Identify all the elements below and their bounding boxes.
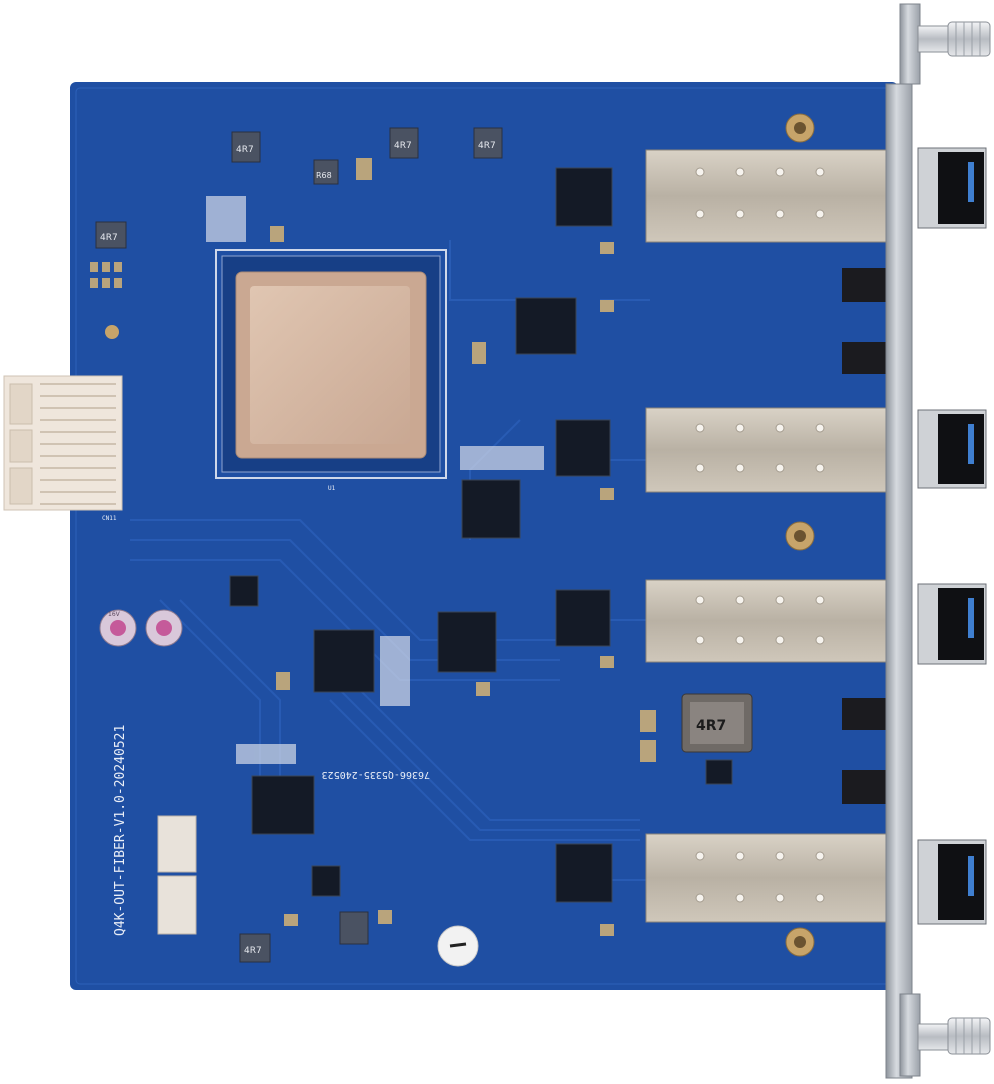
- silkscreen-serial: 76366-Q5335-240523: [322, 769, 430, 780]
- inductor-main-label: 4R7: [696, 718, 726, 734]
- mounting-screws: [785, 113, 815, 957]
- connector-label: CN11: [102, 515, 117, 522]
- capacitor-rating: 16V: [108, 611, 121, 618]
- led-connectors: [842, 268, 890, 804]
- capacitors: [99, 609, 183, 647]
- edge-connector: [3, 375, 123, 511]
- chip-label-u1: U1: [328, 485, 336, 492]
- sfp-ports: [917, 147, 987, 925]
- header-connector: [157, 815, 197, 935]
- silkscreen-model-id: Q4K-OUT-FIBER-V1.0-20240521: [113, 725, 128, 936]
- ic-chips: [229, 167, 733, 903]
- sfp-cages: [645, 149, 893, 923]
- via-pad: [105, 325, 119, 339]
- small-inductors: [95, 127, 503, 963]
- svg-text:4R7: 4R7: [478, 141, 496, 151]
- svg-text:4R7: 4R7: [394, 141, 412, 151]
- front-bracket: [885, 3, 921, 1079]
- power-inductor: [681, 693, 753, 753]
- svg-text:4R7: 4R7: [100, 233, 118, 243]
- resistor-r68: R68: [316, 171, 332, 180]
- thumb-screws: [917, 21, 991, 1055]
- svg-text:4R7: 4R7: [244, 946, 262, 956]
- smd-parts: [90, 158, 656, 936]
- svg-text:4R7: 4R7: [236, 145, 254, 155]
- fpga-chip: [215, 249, 447, 479]
